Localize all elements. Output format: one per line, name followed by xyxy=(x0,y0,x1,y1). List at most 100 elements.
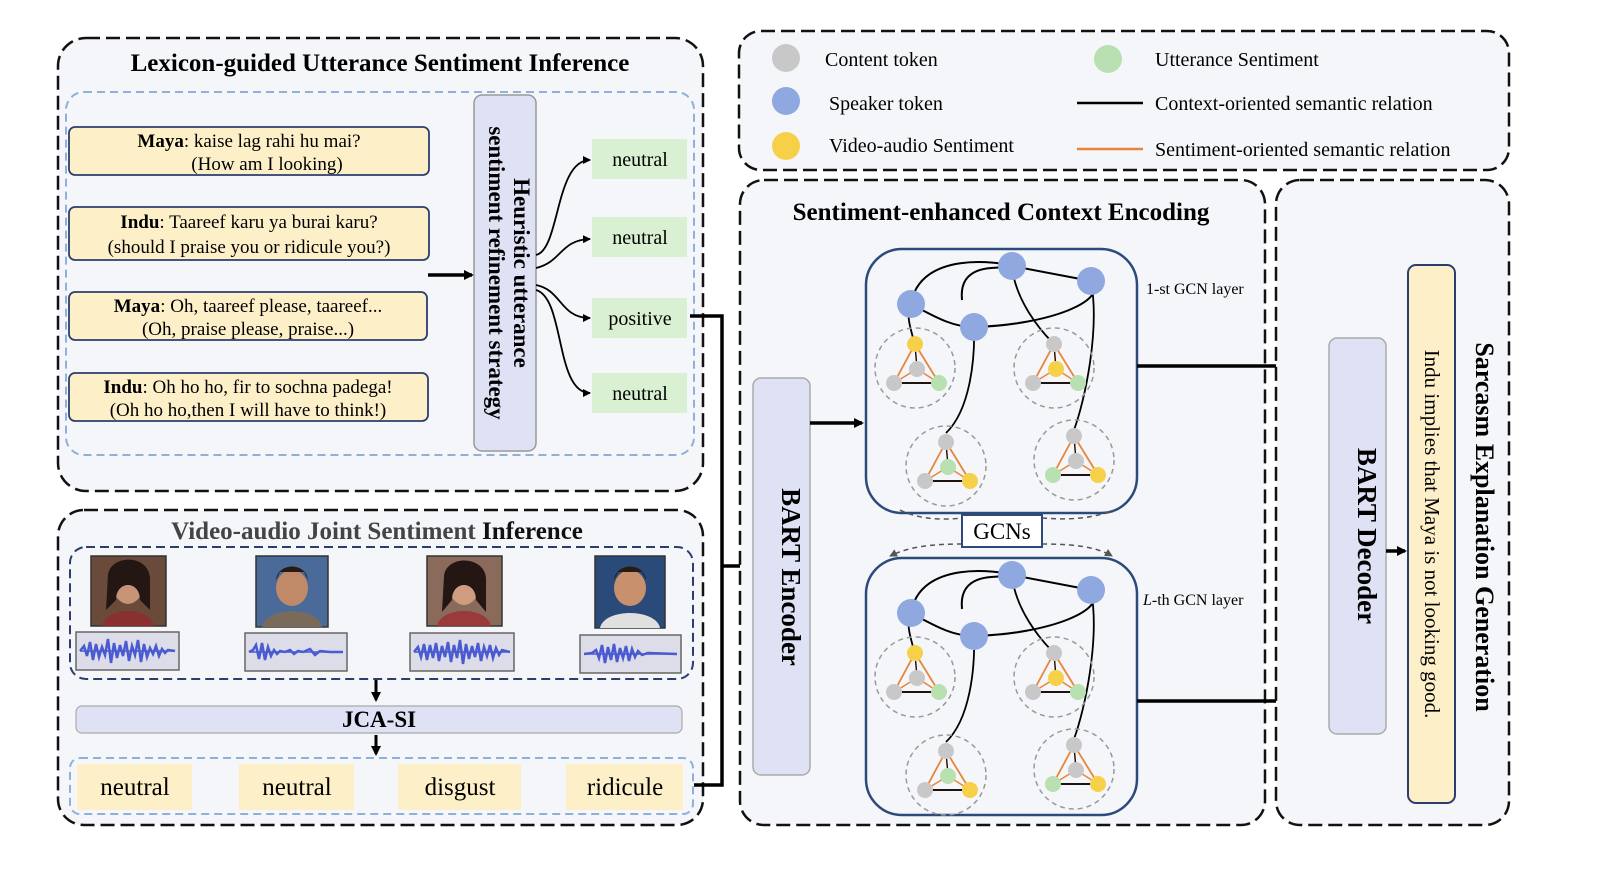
speaker-token-legend-icon xyxy=(772,87,800,115)
gcns-label: GCNs xyxy=(973,519,1031,544)
svg-text:Maya: kaise lag rahi hu mai?: Maya: kaise lag rahi hu mai? xyxy=(137,131,360,152)
speaker-token-node xyxy=(960,313,988,341)
utterance-speaker: Maya xyxy=(137,131,184,152)
context-encoding-title: Sentiment-enhanced Context Encoding xyxy=(793,199,1210,226)
cluster-node xyxy=(1045,776,1061,792)
utterance-speaker: Indu xyxy=(120,212,160,233)
cluster-node xyxy=(917,473,933,489)
sentiment-label: neutral xyxy=(262,774,331,801)
cluster-node xyxy=(962,473,978,489)
legend-speaker-token: Speaker token xyxy=(829,93,943,115)
utterance-speaker: Maya xyxy=(114,296,161,317)
speaker-token-node xyxy=(960,622,988,650)
gcns-connector: GCNs xyxy=(889,509,1116,557)
cluster-boundary xyxy=(905,734,987,816)
utterance-translation: (should I praise you or ridicule you?) xyxy=(108,237,391,258)
sentiment-label: neutral xyxy=(612,227,668,249)
cluster-node xyxy=(1066,737,1082,753)
svg-text:Maya: Oh, taareef please, taar: Maya: Oh, taareef please, taareef... xyxy=(114,296,383,317)
cluster-node xyxy=(1025,375,1041,391)
cluster-node xyxy=(938,434,954,450)
context-encoding-panel: Sentiment-enhanced Context Encoding BART… xyxy=(738,178,1267,827)
lexicon-panel-title: Lexicon-guided Utterance Sentiment Infer… xyxy=(131,50,630,77)
utterance-sentiment-3: positive xyxy=(592,298,687,338)
utterance-text: : kaise lag rahi hu mai? xyxy=(184,131,361,152)
context-relation-edge xyxy=(1073,589,1095,740)
explanation-generation-panel: BART Decoder Indu implies that Maya is n… xyxy=(1274,178,1511,827)
cluster-boundary xyxy=(905,425,987,507)
gcn-layer-l-label: L-th GCN layer xyxy=(1142,592,1244,609)
speaker-token-node xyxy=(998,561,1026,589)
lexicon-panel: Lexicon-guided Utterance Sentiment Infer… xyxy=(56,36,705,493)
sentiment-label: ridicule xyxy=(587,774,663,801)
cluster-node xyxy=(1025,684,1041,700)
cluster-boundary xyxy=(1013,327,1095,409)
strategy-output-arrows xyxy=(535,156,591,397)
sentiment-label: neutral xyxy=(612,149,668,171)
legend-utterance-sentiment: Utterance Sentiment xyxy=(1155,49,1319,71)
audio-waveform-1 xyxy=(75,631,180,671)
refinement-strategy-box: Heuristic utterance sentiment refinement… xyxy=(473,94,537,452)
svg-text:Indu: Oh ho ho, fir to sochna: Indu: Oh ho ho, fir to sochna padega! xyxy=(103,377,392,398)
audio-waveform-4 xyxy=(579,634,682,674)
cluster-boundary xyxy=(1013,636,1095,718)
utterance-translation: (Oh, praise please, praise...) xyxy=(142,319,354,340)
cluster-node xyxy=(907,645,923,661)
cluster-node xyxy=(886,684,902,700)
cluster-boundary xyxy=(874,636,956,718)
utterance-box-3: Maya: Oh, taareef please, taareef... (Oh… xyxy=(68,291,428,341)
utterance-text: : Taareef karu ya burai karu? xyxy=(159,212,377,233)
legend-panel: Content token Speaker token Video-audio … xyxy=(737,29,1511,172)
bart-decoder-block: BART Decoder xyxy=(1328,337,1387,735)
cluster-node xyxy=(909,670,925,686)
cluster-node xyxy=(907,336,923,352)
gcn-layer-1-label: 1-st GCN layer xyxy=(1146,281,1244,298)
cluster-node xyxy=(962,782,978,798)
cluster-node xyxy=(1048,361,1064,377)
cluster-node xyxy=(1046,336,1062,352)
speaker-token-node xyxy=(998,252,1026,280)
cluster-node xyxy=(909,361,925,377)
speaker-token-node xyxy=(897,599,925,627)
utterance-sentiment-4: neutral xyxy=(592,373,687,413)
video-audio-sentiment-3: disgust xyxy=(398,764,521,810)
speaker-token-node xyxy=(897,290,925,318)
video-audio-sentiment-legend-icon xyxy=(772,132,800,160)
cluster-node xyxy=(1066,428,1082,444)
cluster-node xyxy=(931,375,947,391)
generated-explanation-box: Indu implies that Maya is not looking go… xyxy=(1407,264,1456,804)
video-frame-indu-1 xyxy=(255,555,329,628)
utterance-sentiment-1: neutral xyxy=(592,139,687,179)
speaker-token-node xyxy=(1077,267,1105,295)
bart-encoder-label: BART Encoder xyxy=(776,488,806,666)
cluster-node xyxy=(1090,776,1106,792)
cluster-node xyxy=(1045,467,1061,483)
gcn-layer-l xyxy=(864,556,1139,817)
strategy-line-1: Heuristic utterance xyxy=(509,178,534,368)
legend-content-token: Content token xyxy=(825,49,938,71)
cluster-node xyxy=(1068,762,1084,778)
cluster-boundary xyxy=(1033,419,1115,501)
speaker-token-node xyxy=(1077,576,1105,604)
video-audio-sentiment-1: neutral xyxy=(77,764,192,810)
cluster-node xyxy=(1070,684,1086,700)
utterance-box-2: Indu: Taareef karu ya burai karu? (shoul… xyxy=(68,206,430,261)
utterance-sentiment-2: neutral xyxy=(592,217,687,257)
legend-sentiment-relation: Sentiment-oriented semantic relation xyxy=(1155,139,1450,161)
generated-explanation-text: Indu implies that Maya is not looking go… xyxy=(1420,350,1444,719)
bart-encoder-block: BART Encoder xyxy=(752,377,811,776)
utterance-box-4: Indu: Oh ho ho, fir to sochna padega! (O… xyxy=(68,372,429,422)
utterance-sentiment-legend-icon xyxy=(1094,45,1122,73)
video-frame-maya-1 xyxy=(90,555,167,627)
utterance-text: : Oh, taareef please, taareef... xyxy=(160,296,382,317)
gcn-layer-1 xyxy=(864,247,1139,515)
jca-si-label: JCA-SI xyxy=(342,707,416,732)
cluster-node xyxy=(1048,670,1064,686)
cluster-node xyxy=(931,684,947,700)
bart-decoder-label: BART Decoder xyxy=(1352,448,1382,624)
cluster-node xyxy=(1070,375,1086,391)
utterance-translation: (Oh ho ho,then I will have to think!) xyxy=(110,400,387,421)
cluster-node xyxy=(1046,645,1062,661)
cluster-node xyxy=(1068,453,1084,469)
utterance-speaker: Indu xyxy=(103,377,143,398)
